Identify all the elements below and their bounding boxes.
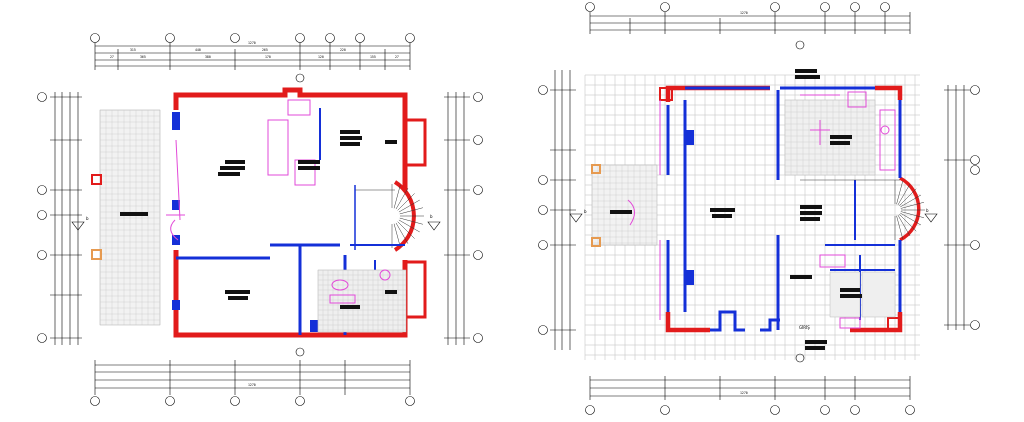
svg-text:27: 27 xyxy=(395,55,399,59)
stair-tread xyxy=(395,222,409,244)
right-right-side-dimensions xyxy=(944,85,980,330)
left-section-mark-b-right: b xyxy=(430,214,433,219)
svg-text:220: 220 xyxy=(340,48,346,52)
right-left-side-dimensions xyxy=(538,70,576,350)
right-floor-plan: 1270 xyxy=(538,2,980,415)
right-top-total-dim: 1270 xyxy=(740,11,748,15)
left-right-side-dimensions xyxy=(444,92,483,345)
stair-tread xyxy=(900,194,922,208)
svg-text:380: 380 xyxy=(205,55,211,59)
right-top-dimensions: 1270 xyxy=(585,2,911,34)
right-section-mark-b-right: b xyxy=(926,208,929,213)
svg-text:315: 315 xyxy=(130,48,136,52)
stair-tread xyxy=(899,188,917,206)
left-bottom-total-dim: 1270 xyxy=(248,383,256,387)
stair-tread xyxy=(900,211,925,219)
left-stair-bay xyxy=(354,180,424,252)
right-interior-walls xyxy=(666,86,902,332)
right-room-labels xyxy=(610,69,862,350)
stair-tread xyxy=(900,201,925,209)
left-side-dimensions xyxy=(37,92,82,345)
stair-tread xyxy=(896,180,904,205)
right-bottom-total-dim: 1270 xyxy=(740,391,748,395)
stair-tread xyxy=(900,212,922,226)
left-top-dimensions: 1270 315 440 265 220 27 365 380 170 120 … xyxy=(94,41,411,70)
svg-text:440: 440 xyxy=(195,48,201,52)
right-bottom-dimensions: 1270 xyxy=(585,376,915,415)
right-level-markers xyxy=(795,40,805,363)
left-grid-markers-top xyxy=(90,33,415,43)
svg-text:365: 365 xyxy=(140,55,146,59)
right-stairs xyxy=(800,179,925,240)
left-level-markers xyxy=(295,73,305,357)
right-section-mark-b-left: b xyxy=(584,209,587,214)
left-top-total-dim: 1270 xyxy=(248,41,256,45)
left-room-labels xyxy=(120,130,397,309)
svg-text:170: 170 xyxy=(265,55,271,59)
right-entrance-fixtures xyxy=(627,100,861,329)
left-bathroom-hatch xyxy=(317,269,407,333)
stair-tread xyxy=(897,215,911,237)
right-exterior-walls xyxy=(659,85,921,333)
right-kitchen-area xyxy=(784,91,896,176)
stair-tread xyxy=(397,221,415,239)
svg-text:265: 265 xyxy=(262,48,268,52)
right-entrance-label: GİRİŞ xyxy=(799,325,810,330)
left-floor-plan: 1270 315 440 265 220 27 365 380 170 120 … xyxy=(37,33,483,406)
stair-tread xyxy=(896,215,904,240)
stair-tread xyxy=(395,188,409,210)
stair-tread xyxy=(393,223,401,247)
right-bathroom-hatch xyxy=(829,271,896,318)
right-entrance-terrace xyxy=(591,164,658,247)
left-terrace-hatch xyxy=(99,109,161,326)
stair-tread xyxy=(398,219,420,233)
right-section-marks: b b xyxy=(569,208,938,223)
svg-text:155: 155 xyxy=(370,55,376,59)
stair-tread xyxy=(399,217,423,225)
stair-tread xyxy=(397,193,415,211)
stair-tread xyxy=(399,207,423,215)
svg-text:27: 27 xyxy=(110,55,114,59)
stair-tread xyxy=(393,185,401,209)
stair-tread xyxy=(398,199,420,213)
left-section-marks: b b xyxy=(71,214,441,231)
stair-tread xyxy=(897,183,911,205)
left-bottom-dimensions: 1270 xyxy=(90,360,415,406)
stair-tread xyxy=(899,214,917,232)
svg-text:120: 120 xyxy=(318,55,324,59)
left-section-mark-b-left: b xyxy=(86,216,89,221)
